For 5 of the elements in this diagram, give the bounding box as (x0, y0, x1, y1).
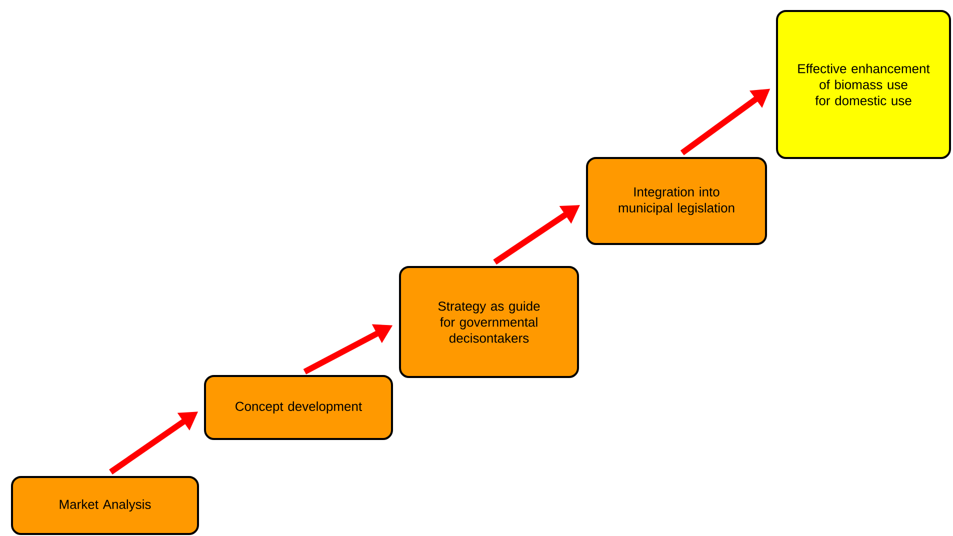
process-box: Concept development (204, 375, 393, 440)
process-box: Effective enhancement of biomass use for domestic use (776, 10, 951, 159)
process-box: Integration into municipal legislation (586, 157, 767, 245)
process-box: Strategy as guide for governmental decisontakers (399, 266, 579, 378)
process-box: Market Analysis (11, 476, 199, 535)
